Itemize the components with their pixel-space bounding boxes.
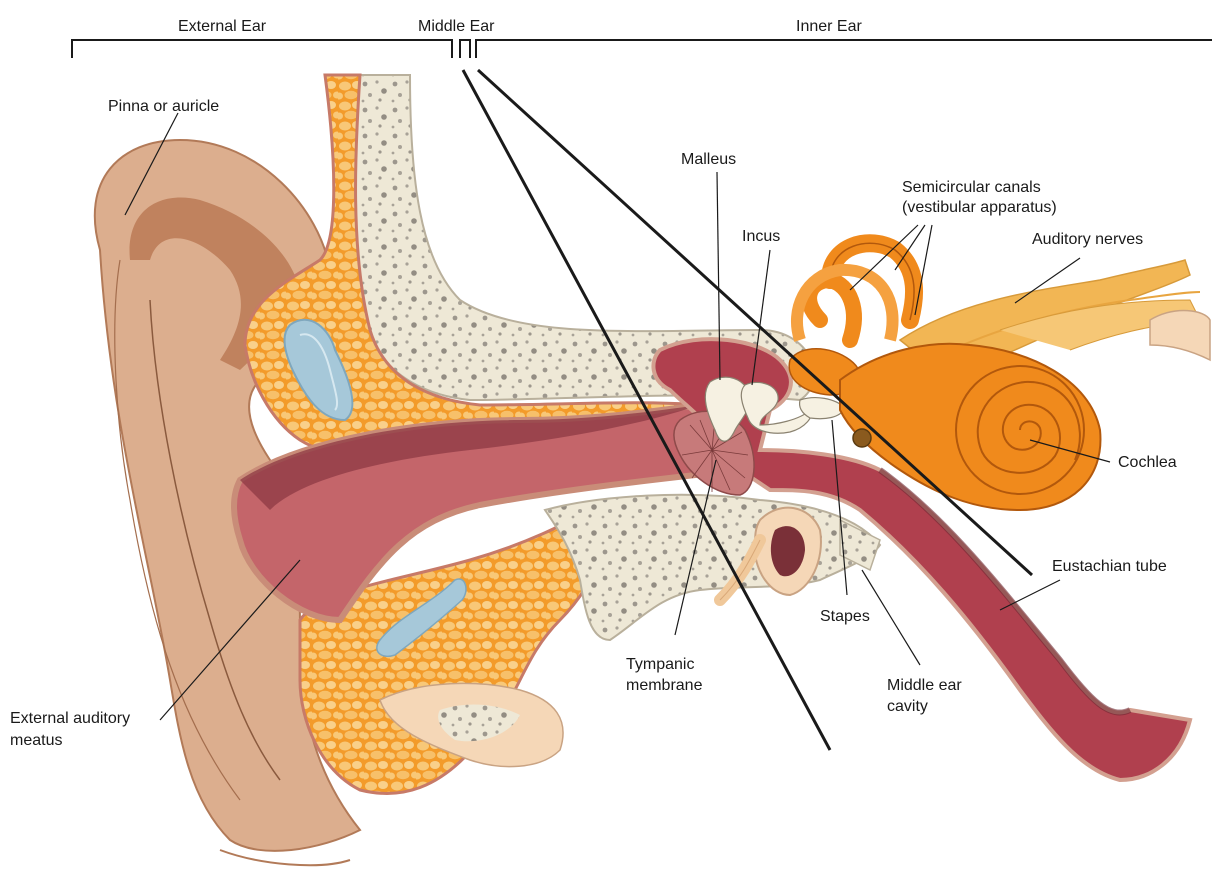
external-auditory-meatus-label: External auditory bbox=[10, 710, 130, 727]
stapes-label: Stapes bbox=[820, 608, 870, 625]
middle-ear-cavity-label-2: cavity bbox=[887, 698, 928, 715]
eustachian-tube-label: Eustachian tube bbox=[1052, 558, 1167, 575]
cochlea-label: Cochlea bbox=[1118, 454, 1177, 471]
external-ear-label: External Ear bbox=[178, 18, 267, 35]
malleus-label: Malleus bbox=[681, 151, 736, 168]
inner-ear-bracket bbox=[476, 40, 1212, 58]
external-ear-bracket bbox=[72, 40, 452, 58]
region-brackets bbox=[72, 40, 1212, 58]
fat-tissue-upper bbox=[245, 75, 700, 460]
middle-ear-label: Middle Ear bbox=[418, 18, 495, 35]
middle-ear-cavity-leader bbox=[862, 570, 920, 665]
tympanic-membrane-label-2: membrane bbox=[626, 677, 703, 694]
middle-ear-cavity-label: Middle ear bbox=[887, 677, 962, 694]
middle-ear-bracket bbox=[460, 40, 470, 58]
semicircular-canals-label: Semicircular canals bbox=[902, 179, 1041, 196]
auditory-nerves-label: Auditory nerves bbox=[1032, 231, 1143, 248]
tympanic-membrane-label: Tympanic bbox=[626, 656, 694, 673]
vestibular-apparatus-label: (vestibular apparatus) bbox=[902, 199, 1057, 216]
incus-label: Incus bbox=[742, 228, 780, 245]
pinna-label: Pinna or auricle bbox=[108, 98, 219, 115]
external-auditory-meatus-label-2: meatus bbox=[10, 732, 62, 749]
inner-ear-label: Inner Ear bbox=[796, 18, 862, 35]
